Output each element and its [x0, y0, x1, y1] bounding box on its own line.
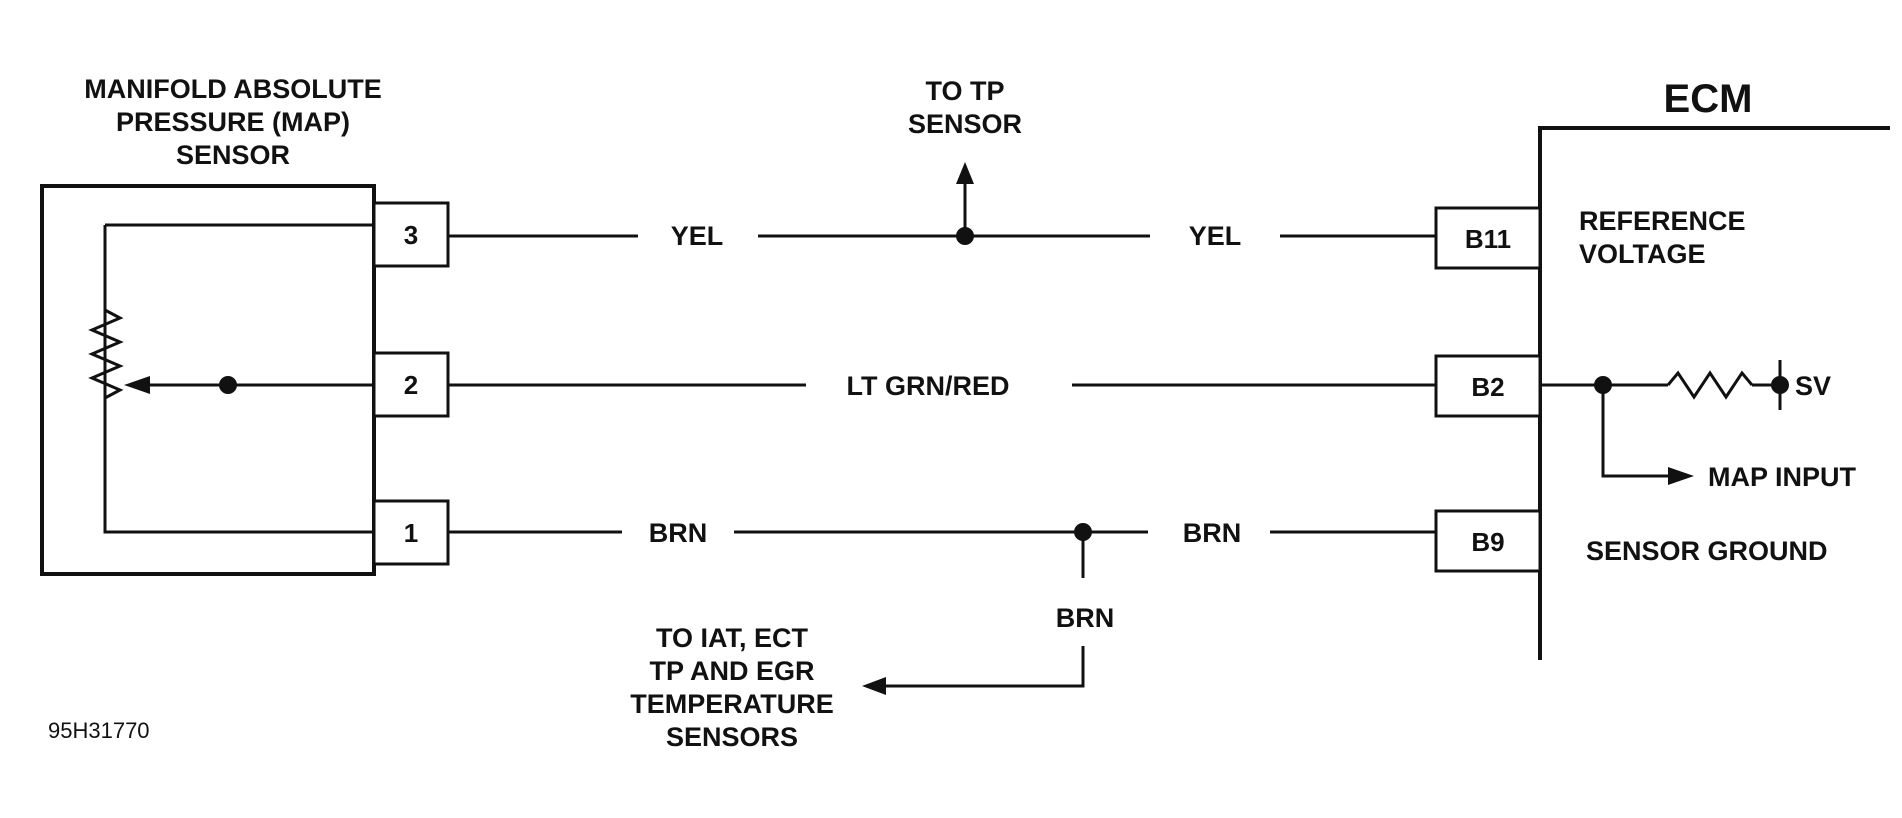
pin-label: B11: [1465, 224, 1511, 254]
map-input-label: MAP INPUT: [1708, 462, 1857, 492]
ecm-connector-pin-b2: B2: [1434, 354, 1542, 418]
wire-label-brn-right: BRN: [1183, 518, 1242, 548]
ecm-connector-pin-b9: B9: [1434, 509, 1542, 573]
pin-label: B2: [1471, 372, 1504, 402]
up-arrow-icon: [956, 162, 974, 184]
to-sensors-line-1: TO IAT, ECT: [656, 623, 809, 653]
wire-label-yel-right: YEL: [1189, 221, 1242, 251]
sensor-connector-pin-3: 3: [372, 201, 450, 268]
map-sensor-body: [40, 184, 376, 576]
sensor-internal-trace: [103, 225, 374, 534]
sensor-connector-pin-1: 1: [372, 499, 450, 566]
junction-dot-icon: [219, 376, 237, 394]
map-sensor-title-line-2: PRESSURE (MAP): [116, 107, 350, 137]
wire-label-brn-branch: BRN: [1056, 603, 1115, 633]
pin-label: B9: [1471, 527, 1504, 557]
right-arrow-icon: [1668, 467, 1694, 485]
figure-code: 95H31770: [48, 718, 150, 743]
wire-label-yel-left: YEL: [671, 221, 724, 251]
map-input-trace: [1601, 385, 1668, 478]
pin-label: 1: [404, 518, 418, 548]
potentiometer-resistor-icon: [88, 308, 124, 400]
wire-label-brn-left: BRN: [649, 518, 708, 548]
reference-voltage-line-2: VOLTAGE: [1579, 239, 1706, 269]
to-tp-sensor-line-1: TO TP: [925, 76, 1004, 106]
ecm-title: ECM: [1664, 77, 1753, 121]
map-sensor-title-line-1: MANIFOLD ABSOLUTE: [84, 74, 381, 104]
sensor-ground-label: SENSOR GROUND: [1586, 536, 1828, 566]
brn-branch-wire: [886, 646, 1085, 688]
to-sensors-line-4: SENSORS: [666, 722, 798, 752]
to-tp-sensor-line-2: SENSOR: [908, 109, 1022, 139]
to-sensors-line-3: TEMPERATURE: [630, 689, 834, 719]
pin-label: 3: [404, 220, 418, 250]
sv-label: SV: [1795, 371, 1831, 401]
wiper-arrow-icon: [124, 376, 150, 394]
left-arrow-icon: [862, 677, 886, 695]
ecm-connector-pin-b11: B11: [1434, 206, 1542, 270]
reference-voltage-line-1: REFERENCE: [1579, 206, 1746, 236]
ecm-boundary: [1538, 126, 1890, 660]
to-sensors-line-2: TP AND EGR: [649, 656, 814, 686]
map-sensor-title: MANIFOLD ABSOLUTE PRESSURE (MAP) SENSOR: [84, 74, 381, 170]
map-sensor-title-line-3: SENSOR: [176, 140, 290, 170]
pullup-resistor-icon: [1666, 370, 1754, 400]
wire-label-lt-grn-red: LT GRN/RED: [847, 371, 1010, 401]
pin-label: 2: [404, 370, 418, 400]
sensor-connector-pin-2: 2: [372, 351, 450, 418]
